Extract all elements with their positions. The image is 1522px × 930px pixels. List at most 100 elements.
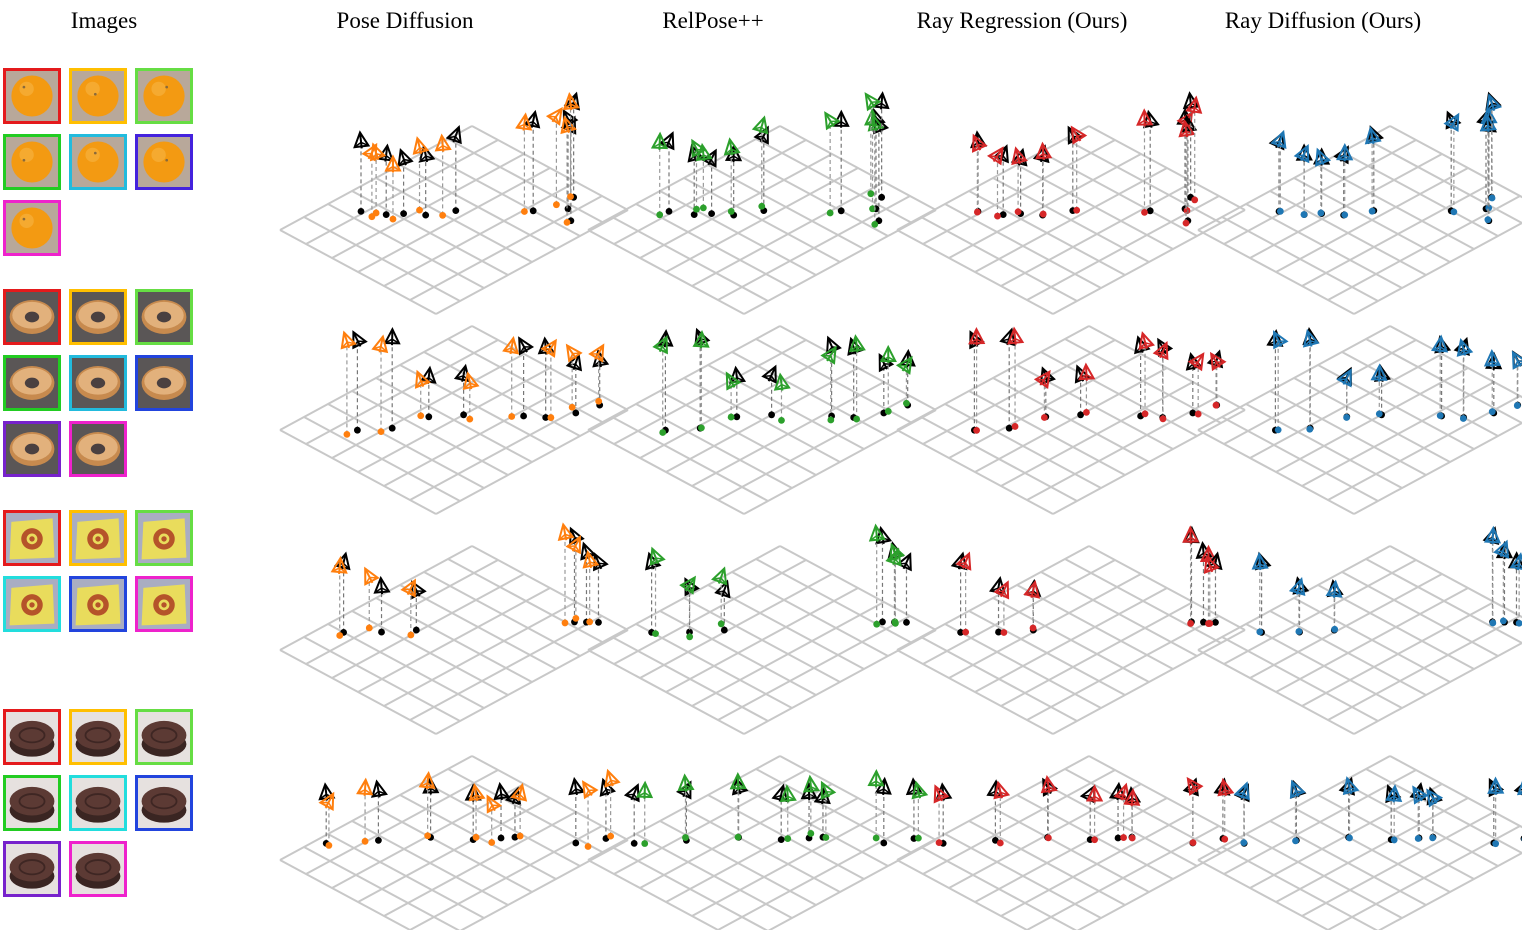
predicted-footprint	[1301, 211, 1308, 218]
predicted-footprint	[718, 620, 725, 627]
pose-plot-orange-ray-regression-ours-	[877, 100, 1167, 300]
input-image-sunflower-paper-3	[135, 510, 193, 566]
predicted-camera	[969, 329, 983, 345]
predicted-footprint	[1045, 834, 1052, 841]
pose-plot-donut-ray-regression-ours-	[877, 300, 1167, 500]
predicted-camera	[358, 779, 373, 796]
pose-plot-orange-pose-diffusion	[260, 100, 550, 300]
predicted-footprint	[508, 413, 515, 420]
predicted-footprint	[521, 208, 528, 215]
ground-truth-footprint	[708, 210, 715, 217]
predicted-camera	[1252, 554, 1267, 571]
input-image-cookie-5	[69, 775, 127, 831]
pose-plot-donut-relpose-	[568, 300, 858, 500]
predicted-footprint	[807, 830, 814, 837]
predicted-footprint	[1369, 208, 1376, 215]
predicted-footprint	[1256, 628, 1263, 635]
predicted-footprint	[488, 839, 495, 846]
predicted-footprint	[700, 204, 707, 211]
input-image-cookie-2	[69, 709, 127, 765]
pose-plot-cookie-ray-regression-ours-	[877, 730, 1167, 930]
input-image-cookie-1	[3, 709, 61, 765]
predicted-footprint	[936, 839, 943, 846]
input-image-donut-4	[3, 355, 61, 411]
predicted-camera	[420, 772, 436, 789]
ground-truth-footprint	[1147, 207, 1154, 214]
pose-plot-sunflower-paper-ray-regression-ours-	[877, 520, 1167, 720]
input-image-sunflower-paper-6	[135, 576, 193, 632]
ground-truth-footprint	[530, 207, 537, 214]
ground-truth-footprint	[721, 627, 728, 634]
ground-truth-footprint	[354, 427, 361, 434]
ground-truth-footprint	[358, 208, 365, 215]
ground-truth-footprint	[520, 413, 527, 420]
predicted-footprint	[1391, 837, 1398, 844]
predicted-footprint	[1120, 834, 1127, 841]
predicted-camera	[1372, 365, 1387, 381]
input-image-donut-2	[69, 289, 127, 345]
predicted-footprint	[517, 833, 524, 840]
ground-truth-footprint	[778, 836, 785, 843]
ground-truth-footprint	[1000, 211, 1007, 218]
ground-truth-footprint	[452, 207, 459, 214]
predicted-footprint	[1450, 208, 1457, 215]
predicted-footprint	[974, 209, 981, 216]
predicted-footprint	[1306, 426, 1313, 433]
input-image-donut-5	[69, 355, 127, 411]
pose-plot-orange-ray-diffusion-ours-	[1178, 100, 1468, 300]
predicted-footprint	[1091, 836, 1098, 843]
ground-truth-footprint	[400, 210, 407, 217]
predicted-footprint	[1341, 211, 1348, 218]
ground-truth-camera	[625, 782, 644, 802]
predicted-camera	[1485, 528, 1500, 545]
predicted-footprint	[1292, 837, 1299, 844]
input-image-donut-3	[135, 289, 193, 345]
pose-plot-cookie-pose-diffusion	[260, 730, 550, 930]
predicted-footprint	[1429, 835, 1436, 842]
ground-truth-camera	[822, 335, 841, 355]
ground-truth-footprint	[422, 212, 429, 219]
input-image-orange-2	[69, 68, 127, 124]
predicted-camera	[637, 783, 652, 800]
predicted-footprint	[1141, 209, 1148, 216]
input-image-sunflower-paper-5	[69, 576, 127, 632]
predicted-footprint	[698, 424, 705, 431]
floor-grid	[1198, 326, 1522, 514]
predicted-camera	[1036, 143, 1051, 160]
predicted-footprint	[1500, 618, 1507, 625]
input-image-sunflower-paper-4	[3, 576, 61, 632]
ground-truth-footprint	[378, 629, 385, 636]
input-image-cookie-4	[3, 775, 61, 831]
predicted-footprint	[439, 212, 446, 219]
predicted-footprint	[994, 213, 1001, 220]
predicted-footprint	[1492, 840, 1499, 847]
predicted-footprint	[336, 632, 343, 639]
predicted-footprint	[827, 417, 834, 424]
predicted-footprint	[728, 414, 735, 421]
pose-plot-sunflower-paper-pose-diffusion	[260, 520, 550, 720]
predicted-footprint	[473, 834, 480, 841]
ground-truth-footprint	[389, 425, 396, 432]
predicted-footprint	[424, 832, 431, 839]
predicted-footprint	[827, 210, 834, 217]
predicted-footprint	[362, 838, 369, 845]
predicted-camera	[929, 783, 948, 803]
predicted-footprint	[417, 412, 424, 419]
predicted-footprint	[997, 840, 1004, 847]
predicted-footprint	[366, 625, 373, 632]
predicted-footprint	[973, 427, 980, 434]
input-image-sunflower-paper-1	[3, 510, 61, 566]
predicted-camera	[678, 775, 693, 792]
pose-plot-donut-ray-diffusion-ours-	[1178, 300, 1468, 500]
column-title-pose-diffusion: Pose Diffusion	[337, 8, 474, 34]
ground-truth-footprint	[498, 835, 505, 842]
predicted-footprint	[373, 210, 380, 217]
predicted-footprint	[686, 633, 693, 640]
ground-truth-footprint	[1077, 411, 1084, 418]
predicted-footprint	[641, 840, 648, 847]
predicted-camera	[819, 109, 839, 130]
ground-truth-footprint	[631, 840, 638, 847]
input-image-orange-3	[135, 68, 193, 124]
ground-truth-footprint	[383, 211, 390, 218]
predicted-footprint	[553, 201, 560, 208]
